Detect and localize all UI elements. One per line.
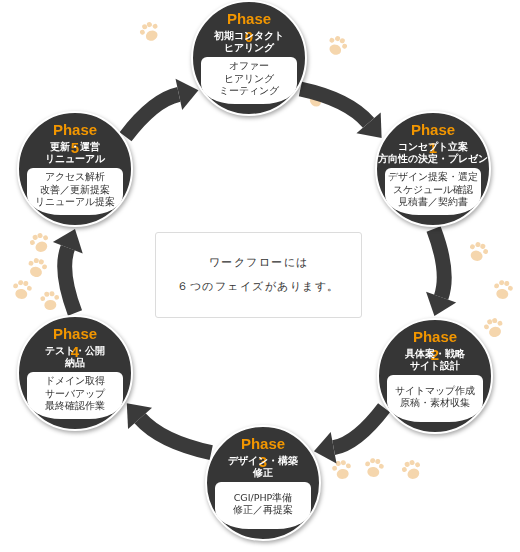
message-box: ワークフローには ６つのフェイズがあります。: [155, 232, 362, 318]
arrow-shaft: [65, 248, 75, 313]
paw-print: [400, 458, 424, 482]
arrow-shaft: [300, 89, 368, 123]
circle-fill: [18, 316, 132, 430]
arrow-head: [127, 403, 152, 429]
arrow-shaft: [126, 94, 179, 136]
arrow-head: [356, 112, 381, 138]
paw-print: [26, 256, 49, 279]
flow-arrow: [300, 89, 381, 138]
phase-tasks: デザイン提案・選定 スケジュール確認 見積書／契約書: [385, 168, 481, 215]
arrow-head: [314, 432, 337, 463]
circle-fill: [378, 319, 492, 433]
phase-tasks: CGI/PHP準備 修正／再提案: [215, 482, 311, 529]
arrow-shaft: [434, 229, 445, 297]
paw-print: [482, 316, 505, 339]
phase-heading: デザイン・構築 修正: [207, 455, 319, 478]
arrow-head: [426, 292, 456, 316]
phase-heading: コンセプト立案 方向性の決定・プレゼン: [377, 141, 489, 164]
phase-circle: Phase 1コンセプト立案 方向性の決定・プレゼンデザイン提案・選定 スケジュ…: [375, 111, 491, 227]
phase-tasks: アクセス解析 改善／更新提案 リニューアル提案: [27, 168, 123, 215]
phase-circle: Phase 2具体案・戦略 サイト設計サイトマップ作成 原稿・素材収集: [377, 318, 493, 434]
circle-fill: [206, 426, 320, 540]
paw-print: [11, 279, 33, 300]
circle-fill: [192, 1, 306, 115]
flow-arrow: [426, 229, 456, 316]
phase-tasks: ドメイン取得 サーバアップ 最終確認作業: [27, 372, 123, 419]
circle-fill: [376, 112, 490, 226]
arrow-shaft: [140, 418, 211, 452]
center-message: ワークフローには ６つのフェイズがあります。: [156, 233, 361, 317]
paw-print: [466, 240, 490, 264]
phase-circle: Phase 3デザイン・構築 修正CGI/PHP準備 修正／再提案: [205, 425, 321, 541]
arrow-shaft: [334, 408, 384, 448]
phase-tasks: サイトマップ作成 原稿・素材収集: [387, 375, 483, 422]
phase-heading: 初期コンタクト ヒアリング: [193, 30, 305, 53]
paw-print: [492, 279, 514, 300]
phase-circle: Phase 4テスト・公開 納品ドメイン取得 サーバアップ 最終確認作業: [17, 315, 133, 431]
phase-circle: Phase 5更新・運営 リニューアルアクセス解析 改善／更新提案 リニューアル…: [17, 111, 133, 227]
phase-heading: テスト・公開 納品: [19, 345, 131, 368]
circle-fill: [18, 112, 132, 226]
paw-print: [137, 19, 162, 44]
phase-tasks: オファー ヒアリング ミーティング: [201, 57, 297, 104]
paw-print: [40, 291, 60, 311]
flow-arrow: [314, 408, 384, 464]
arrow-head: [53, 229, 83, 253]
phase-circle: Phase 0初期コンタクト ヒアリングオファー ヒアリング ミーティング: [191, 0, 307, 116]
arrow-head: [176, 79, 199, 110]
phase-heading: 更新・運営 リニューアル: [19, 141, 131, 164]
paw-print: [28, 231, 52, 255]
paw-print: [363, 457, 385, 478]
flow-arrow: [53, 229, 83, 313]
flow-arrow: [127, 403, 211, 452]
paw-print: [325, 33, 350, 58]
phase-heading: 具体案・戦略 サイト設計: [379, 348, 491, 371]
flow-arrow: [126, 79, 199, 137]
